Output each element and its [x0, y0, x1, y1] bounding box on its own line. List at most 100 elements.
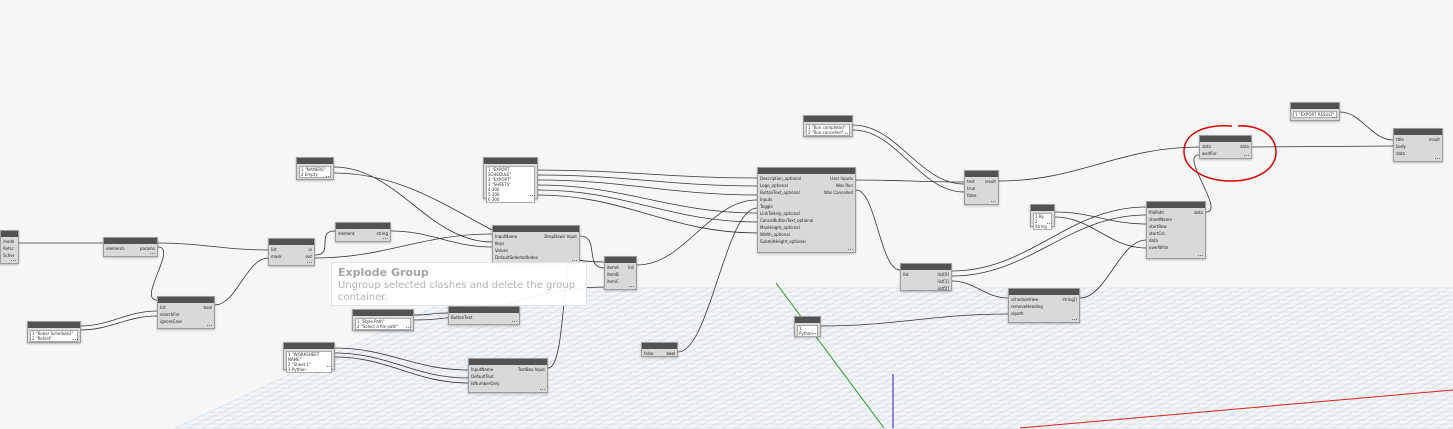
input-port-label[interactable]: overWrite: [1149, 245, 1169, 250]
resize-grip-icon[interactable]: [530, 195, 535, 197]
input-port-label[interactable]: list: [160, 305, 166, 310]
resize-grip-icon[interactable]: [845, 133, 850, 135]
output-port-label[interactable]: [515, 314, 517, 321]
input-port-label[interactable]: CancelButtonText_optional: [760, 218, 814, 223]
node-n10[interactable]: 1 "Style Path"2 "Select a file path": [352, 309, 414, 331]
input-port-label[interactable]: Keys: [495, 241, 505, 246]
output-port-label[interactable]: result: [1428, 137, 1440, 142]
input-port-label[interactable]: removeHeading: [1011, 304, 1043, 309]
output-port-label[interactable]: list: [628, 265, 634, 270]
node-header[interactable]: [965, 171, 998, 177]
node-n11[interactable]: ButtonText: [448, 306, 520, 325]
resize-grip-icon[interactable]: [629, 286, 634, 288]
resize-grip-icon[interactable]: [327, 366, 332, 368]
output-port-label[interactable]: [575, 240, 577, 247]
output-port-label[interactable]: TextBox Input: [517, 367, 545, 372]
resize-grip-icon[interactable]: [540, 389, 545, 391]
node-header[interactable]: [1009, 289, 1079, 295]
input-port-label[interactable]: ButtonText_optional: [760, 190, 800, 195]
input-port-label[interactable]: itemB: [607, 272, 619, 277]
node-header[interactable]: [1291, 103, 1339, 109]
resize-grip-icon[interactable]: [670, 353, 675, 355]
input-port-label[interactable]: Logo_optional: [760, 183, 788, 188]
output-port-label[interactable]: params: [139, 246, 155, 251]
output-port-label[interactable]: list[0]: [937, 272, 949, 277]
node-header[interactable]: [1031, 205, 1054, 211]
node-n12[interactable]: 1 "WORKSHEET NAME"2 "Sheet 1"3 Python: [283, 342, 335, 373]
input-port-label[interactable]: Toggle: [760, 204, 773, 209]
resize-grip-icon[interactable]: [1435, 158, 1440, 160]
input-port-label[interactable]: itemA: [607, 265, 619, 270]
output-port-label[interactable]: Was Run: [835, 183, 853, 188]
output-port-label[interactable]: [632, 271, 634, 278]
input-port-label[interactable]: body: [1396, 144, 1406, 149]
output-port-label[interactable]: Was Cancelled: [823, 190, 853, 195]
input-port-label[interactable]: elements: [106, 246, 125, 251]
output-port-label[interactable]: [851, 231, 853, 238]
input-port-label[interactable]: ignoreCase: [160, 319, 183, 324]
input-port-label[interactable]: startCol: [1149, 231, 1165, 236]
output-port-label[interactable]: [14, 245, 16, 252]
input-port-label[interactable]: list: [271, 247, 277, 252]
output-port-label[interactable]: [1075, 310, 1077, 317]
resize-grip-icon[interactable]: [813, 333, 818, 335]
node-header[interactable]: [284, 343, 334, 349]
resize-grip-icon[interactable]: [150, 253, 155, 255]
resize-grip-icon[interactable]: [326, 176, 331, 178]
output-port-label[interactable]: in: [308, 247, 312, 252]
output-port-label[interactable]: [543, 380, 545, 387]
input-port-label[interactable]: data: [1202, 144, 1212, 149]
resize-grip-icon[interactable]: [1198, 255, 1203, 257]
node-header[interactable]: [804, 116, 852, 122]
input-port-label[interactable]: ButtonText: [451, 315, 473, 320]
resize-grip-icon[interactable]: [307, 262, 312, 264]
node-header[interactable]: [353, 310, 413, 316]
node-header[interactable]: [1, 231, 18, 237]
input-port-label[interactable]: waitFor: [1202, 151, 1217, 156]
node-header[interactable]: [1147, 202, 1205, 208]
output-port-label[interactable]: [851, 196, 853, 203]
output-port-label[interactable]: [851, 217, 853, 224]
input-port-label[interactable]: xlpath: [1011, 311, 1024, 316]
output-port-label[interactable]: [1201, 237, 1203, 244]
output-port-label[interactable]: list[1]: [937, 279, 949, 284]
input-port-label[interactable]: InputName: [495, 234, 518, 239]
node-header[interactable]: [605, 257, 636, 263]
output-port-label[interactable]: [851, 238, 853, 245]
input-port-label[interactable]: element: [338, 231, 355, 236]
input-port-label[interactable]: startRow: [1149, 224, 1167, 229]
output-port-label[interactable]: [632, 278, 634, 285]
node-header[interactable]: [795, 317, 820, 323]
node-n17[interactable]: 1 "Run completed"2 "Run cancelled": [803, 115, 853, 137]
input-port-label[interactable]: false: [967, 193, 977, 198]
node-n8[interactable]: 1 "EXPORT SCHEDULE"2 "EXPORT"3 "SHEETS"4…: [483, 157, 538, 203]
node-header[interactable]: [484, 158, 537, 164]
output-port-label[interactable]: data: [1193, 210, 1203, 215]
output-port-label[interactable]: [851, 210, 853, 217]
node-header[interactable]: [158, 297, 214, 303]
node-n20[interactable]: 1 Python: [794, 316, 821, 337]
input-port-label[interactable]: data: [1396, 151, 1406, 156]
node-n5[interactable]: 1 "NAMERS"2 Empty: [296, 157, 334, 180]
node-header[interactable]: [901, 264, 951, 270]
output-port-label[interactable]: [994, 192, 996, 199]
input-port-label[interactable]: scheduleView: [1011, 297, 1039, 302]
output-port-label[interactable]: bool: [203, 305, 212, 310]
node-header[interactable]: [336, 223, 390, 229]
input-port-label[interactable]: Width_optional: [760, 232, 790, 237]
input-port-label[interactable]: MaxHeight_optional: [760, 225, 800, 230]
resize-grip-icon[interactable]: [207, 325, 212, 327]
input-port-label[interactable]: list: [903, 272, 909, 277]
output-port-label[interactable]: [1201, 244, 1203, 251]
node-header[interactable]: [642, 343, 677, 349]
node-n2[interactable]: elements params: [103, 237, 158, 257]
